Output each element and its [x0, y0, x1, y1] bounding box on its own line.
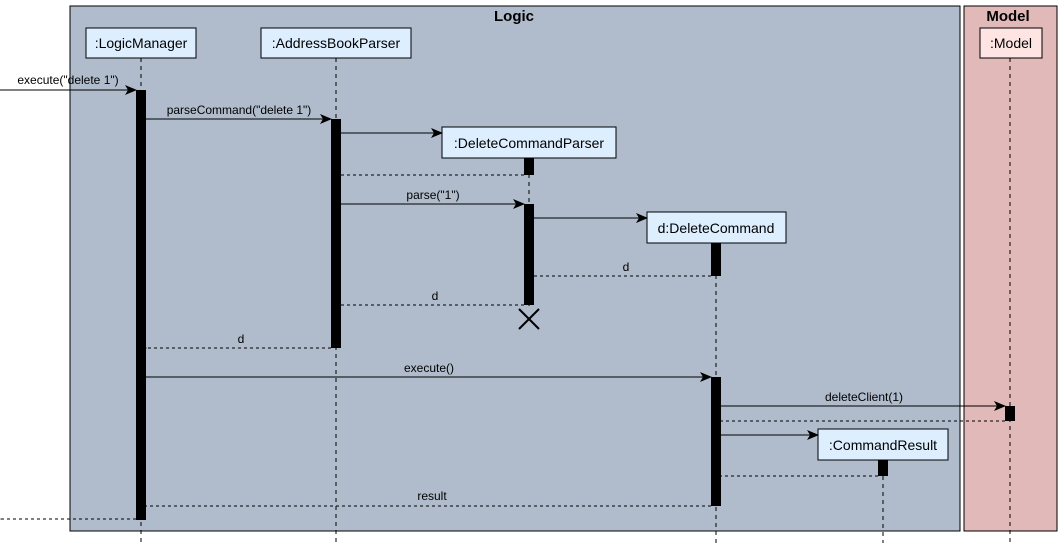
- participant-label: :LogicManager: [95, 35, 188, 51]
- activation-delete-command-parser-2: [524, 204, 534, 305]
- participant-label: :Model: [990, 35, 1032, 51]
- message-label-execute: execute("delete 1"): [17, 73, 118, 87]
- participant-command-result: :CommandResult: [817, 428, 949, 461]
- activation-delete-command-1: [711, 243, 721, 276]
- logic-frame: Logic: [69, 5, 961, 532]
- activation-delete-command-parser-1: [524, 158, 534, 175]
- message-label-d-1: d: [623, 260, 630, 274]
- participant-logic-manager: :LogicManager: [85, 27, 197, 59]
- activations: [136, 90, 1015, 520]
- activation-logic-manager: [136, 90, 146, 520]
- activation-command-result: [878, 460, 888, 476]
- message-label-parse-command: parseCommand("delete 1"): [167, 103, 312, 117]
- participant-delete-command-parser: :DeleteCommandParser: [441, 126, 617, 159]
- logic-frame-title: Logic: [494, 8, 534, 25]
- participant-delete-command: d:DeleteCommand: [646, 211, 787, 244]
- participant-model: :Model: [979, 27, 1043, 59]
- model-frame-title: Model: [986, 8, 1029, 25]
- message-label-d-3: d: [238, 332, 245, 346]
- message-label-parse: parse("1"): [406, 188, 459, 202]
- activation-address-book-parser: [331, 119, 341, 348]
- destroy-icon: [518, 308, 540, 330]
- participant-address-book-parser: :AddressBookParser: [260, 27, 412, 59]
- participant-label: :AddressBookParser: [272, 35, 401, 51]
- message-label-d-2: d: [432, 289, 439, 303]
- activation-model: [1005, 406, 1015, 421]
- messages: [0, 85, 1006, 519]
- message-label-delete-client: deleteClient(1): [825, 390, 903, 404]
- message-label-result: result: [417, 489, 447, 503]
- activation-delete-command-2: [711, 377, 721, 506]
- participant-label: d:DeleteCommand: [658, 220, 775, 236]
- participant-label: :DeleteCommandParser: [454, 135, 605, 151]
- participant-label: :CommandResult: [829, 437, 937, 453]
- message-label-execute-command: execute(): [404, 361, 454, 375]
